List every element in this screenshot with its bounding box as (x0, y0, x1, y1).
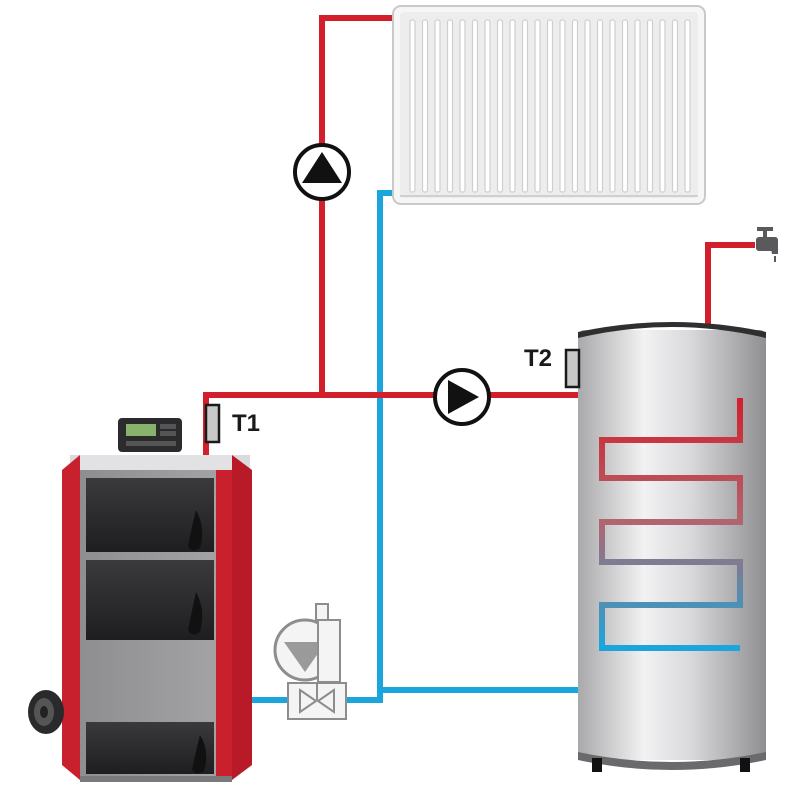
boiler-controller-icon (118, 418, 182, 452)
circulation-pump-icon (293, 143, 351, 201)
boiler (28, 418, 252, 782)
sensor-t1-label: T1 (232, 410, 260, 437)
temperature-sensor-t1 (204, 403, 221, 444)
hot-water-outlet-pipe (705, 242, 755, 325)
storage-tank (578, 322, 766, 772)
sensor-t2-label: T2 (524, 345, 552, 372)
return-pipe-radiator (345, 190, 395, 703)
temperature-sensor-t2 (564, 348, 581, 389)
radiator-icon (392, 5, 706, 205)
fan-icon (28, 690, 64, 734)
circulation-pump-icon (433, 368, 491, 426)
flow-pipe-radiator (319, 15, 395, 395)
mixing-valve-icon (273, 603, 347, 720)
heating-coil (599, 398, 743, 651)
water-tap-icon (756, 227, 778, 262)
